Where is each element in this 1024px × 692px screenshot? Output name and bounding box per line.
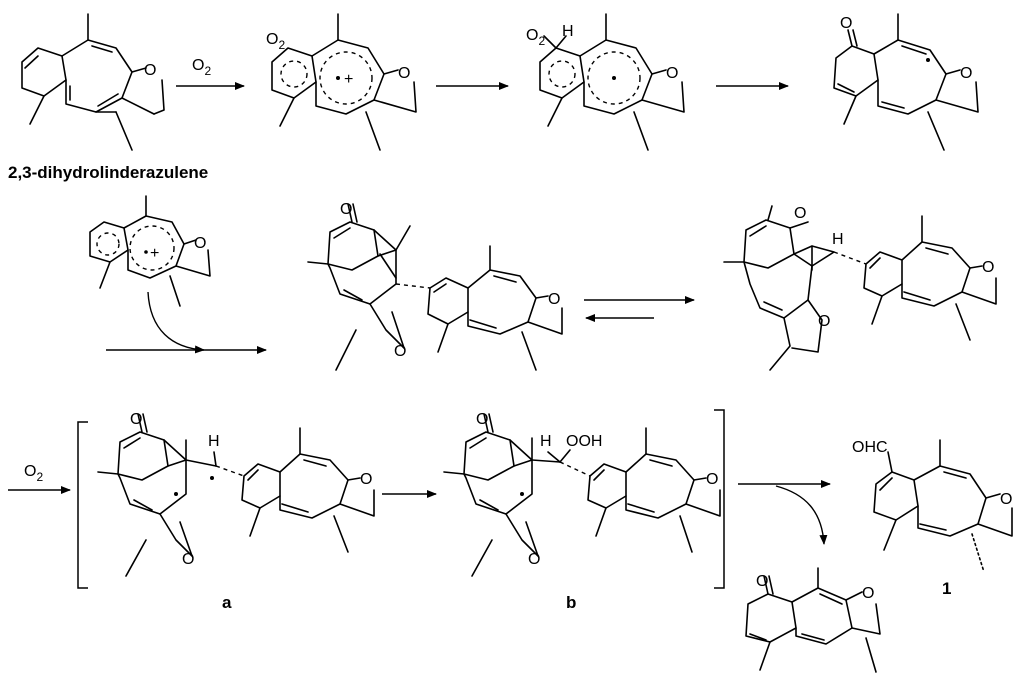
structure-intermediate-b: O O H OOH O	[443, 411, 721, 577]
bracket-left	[77, 421, 88, 589]
structure-cyclopropane-adduct: O O H O	[723, 205, 997, 371]
ketone-oxygen: O	[756, 573, 768, 590]
structure-radical-cation: + O O2	[266, 13, 417, 151]
cation-charge: +	[150, 245, 159, 262]
atom-oxygen: O	[398, 65, 410, 82]
superoxide-label: O2	[266, 31, 285, 52]
label-product-1: 1	[942, 579, 951, 598]
atom-oxygen: O	[1000, 491, 1012, 508]
atom-oxygen: O	[960, 65, 972, 82]
atom-oxygen: O	[194, 235, 206, 252]
structure-dihydrolinderazulene: O	[21, 13, 165, 151]
structure-ketone-radical: O O	[833, 13, 979, 151]
atom-oxygen: O	[666, 65, 678, 82]
structure-radical-cation-small: + O	[89, 195, 211, 307]
curved-addition-arrow	[147, 291, 205, 354]
structure-peroxyl-radical: O O2 H	[526, 13, 685, 151]
ketone-oxygen: O	[840, 15, 852, 32]
curved-byproduct-arrow	[775, 485, 828, 545]
cation-charge: +	[344, 71, 353, 88]
atom-oxygen: O	[144, 62, 156, 79]
atom-oxygen: O	[982, 259, 994, 276]
atom-oxygen: O	[394, 343, 406, 360]
atom-oxygen: O	[528, 551, 540, 568]
atom-oxygen: O	[706, 471, 718, 488]
atom-hydrogen: H	[208, 433, 220, 450]
reagent-o2-label-1: O2	[192, 57, 211, 78]
ketone-oxygen: O	[130, 411, 142, 428]
peroxyl-label: O2	[526, 27, 545, 48]
atom-oxygen: O	[862, 585, 874, 602]
compound-name-label: 2,3-dihydrolinderazulene	[8, 163, 208, 182]
atom-hydrogen: H	[562, 23, 574, 40]
atom-oxygen: O	[360, 471, 372, 488]
structure-dimer-adduct: O O O	[307, 201, 563, 371]
ketone-oxygen: O	[340, 201, 352, 218]
label-intermediate-a: a	[222, 593, 232, 612]
atom-hydrogen: H	[540, 433, 552, 450]
atom-oxygen: O	[818, 313, 830, 330]
reagent-o2-label-2: O2	[24, 463, 43, 484]
aldehyde-group: OHC	[852, 439, 888, 456]
structure-product-1: OHC O	[852, 439, 1013, 573]
atom-oxygen: O	[182, 551, 194, 568]
structure-byproduct-ketone: O O	[745, 567, 881, 673]
ketone-oxygen: O	[476, 411, 488, 428]
bracket-right	[714, 409, 725, 589]
label-intermediate-b: b	[566, 593, 576, 612]
structure-intermediate-a: O O H O	[97, 411, 375, 577]
ketone-oxygen: O	[794, 205, 806, 222]
hydroperoxy-group: OOH	[566, 433, 602, 450]
atom-hydrogen: H	[832, 231, 844, 248]
atom-oxygen: O	[548, 291, 560, 308]
